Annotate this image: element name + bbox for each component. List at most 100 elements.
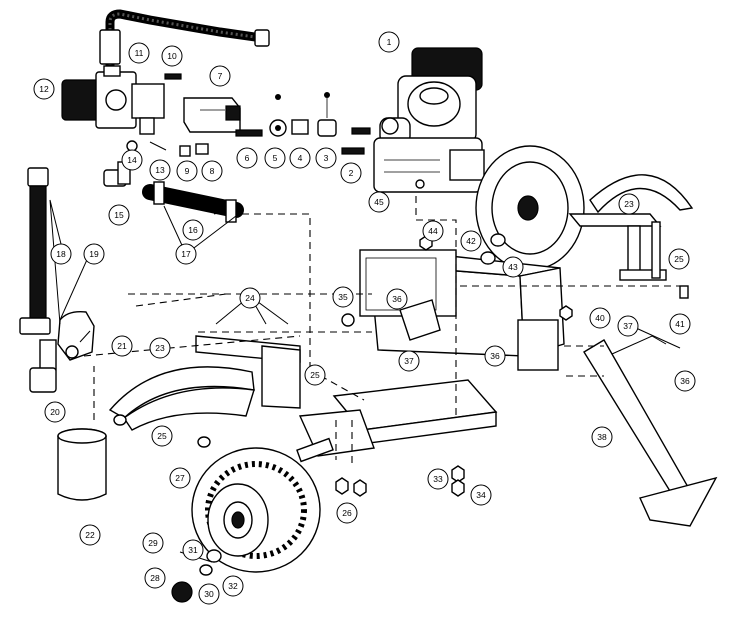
callout-42: 42 xyxy=(460,230,482,252)
callout-23-right: 23 xyxy=(618,193,640,215)
fitting-15-drawing xyxy=(103,161,131,187)
wheel-right-drawing xyxy=(475,145,694,281)
svg-text:23: 23 xyxy=(155,343,165,353)
callout-8: 8 xyxy=(201,160,223,182)
svg-text:27: 27 xyxy=(175,473,185,483)
callout-6: 6 xyxy=(236,147,258,169)
callout-2: 2 xyxy=(340,162,362,184)
hose-11-drawing xyxy=(99,9,270,75)
svg-text:32: 32 xyxy=(228,581,238,591)
nuts-drawings xyxy=(113,211,689,603)
svg-text:16: 16 xyxy=(188,225,198,235)
callout-7: 7 xyxy=(209,65,231,87)
callout-32: 32 xyxy=(222,575,244,597)
small-hardware-drawings xyxy=(126,73,371,157)
svg-text:35: 35 xyxy=(338,292,348,302)
callout-4: 4 xyxy=(289,147,311,169)
callout-31: 31 xyxy=(182,539,204,561)
callout-36-right: 36 xyxy=(674,370,696,392)
callout-17: 17 xyxy=(175,243,197,265)
callout-27: 27 xyxy=(169,467,191,489)
callout-30: 30 xyxy=(198,583,220,605)
callout-43: 43 xyxy=(502,256,524,278)
filter-21-drawing xyxy=(57,310,95,361)
callout-21: 21 xyxy=(111,335,133,357)
stand-38-drawing xyxy=(583,335,718,527)
svg-text:44: 44 xyxy=(428,226,438,236)
callout-16: 16 xyxy=(182,219,204,241)
svg-text:8: 8 xyxy=(210,166,215,176)
svg-text:41: 41 xyxy=(675,319,685,329)
callout-36-mid: 36 xyxy=(484,345,506,367)
callout-44: 44 xyxy=(422,220,444,242)
callout-18: 18 xyxy=(50,243,72,265)
svg-text:24: 24 xyxy=(245,293,255,303)
svg-text:6: 6 xyxy=(245,153,250,163)
canister-22-drawing xyxy=(57,428,107,501)
svg-text:7: 7 xyxy=(218,71,223,81)
svg-text:20: 20 xyxy=(50,407,60,417)
svg-text:14: 14 xyxy=(127,155,137,165)
svg-text:37: 37 xyxy=(404,356,414,366)
svg-text:36: 36 xyxy=(680,376,690,386)
svg-text:23: 23 xyxy=(624,199,634,209)
callout-5: 5 xyxy=(264,147,286,169)
svg-text:18: 18 xyxy=(56,249,66,259)
engine-1-drawing xyxy=(373,47,485,193)
callout-24: 24 xyxy=(239,287,261,309)
svg-text:36: 36 xyxy=(392,294,402,304)
callout-12: 12 xyxy=(33,78,55,100)
svg-text:29: 29 xyxy=(148,538,158,548)
callout-14: 14 xyxy=(121,149,143,171)
svg-text:3: 3 xyxy=(324,153,329,163)
callout-38: 38 xyxy=(591,426,613,448)
svg-text:9: 9 xyxy=(185,166,190,176)
svg-text:36: 36 xyxy=(490,351,500,361)
callout-10: 10 xyxy=(161,45,183,67)
svg-text:2: 2 xyxy=(349,168,354,178)
svg-text:33: 33 xyxy=(433,474,443,484)
svg-text:25: 25 xyxy=(157,431,167,441)
callout-26: 26 xyxy=(336,502,358,524)
callout-36-top: 36 xyxy=(386,288,408,310)
callout-33: 33 xyxy=(427,468,449,490)
svg-text:25: 25 xyxy=(310,370,320,380)
svg-text:13: 13 xyxy=(155,165,165,175)
callout-25-mid: 25 xyxy=(304,364,326,386)
fender-left-drawing xyxy=(108,366,255,431)
callout-3: 3 xyxy=(315,147,337,169)
svg-text:11: 11 xyxy=(135,48,144,58)
callout-35: 35 xyxy=(332,286,354,308)
frame-drawing xyxy=(195,249,565,463)
callout-29: 29 xyxy=(142,532,164,554)
callout-23-left: 23 xyxy=(149,337,171,359)
hose-18-drawing xyxy=(19,167,57,393)
svg-text:15: 15 xyxy=(114,210,124,220)
coupler-7-drawing xyxy=(183,97,241,133)
svg-text:34: 34 xyxy=(476,490,486,500)
callout-19: 19 xyxy=(83,243,105,265)
callout-13: 13 xyxy=(149,159,171,181)
svg-text:37: 37 xyxy=(623,321,633,331)
hose-16-drawing xyxy=(142,181,244,223)
svg-text:30: 30 xyxy=(204,589,214,599)
svg-text:12: 12 xyxy=(39,84,49,94)
svg-text:5: 5 xyxy=(273,153,278,163)
svg-text:19: 19 xyxy=(89,249,99,259)
callout-25-left: 25 xyxy=(151,425,173,447)
callout-9: 9 xyxy=(176,160,198,182)
callout-37-mid: 37 xyxy=(398,350,420,372)
callout-11: 11 xyxy=(128,42,150,64)
svg-text:22: 22 xyxy=(85,530,95,540)
wheel-left-drawing xyxy=(191,447,321,573)
svg-text:21: 21 xyxy=(117,341,127,351)
callout-20: 20 xyxy=(44,401,66,423)
svg-text:4: 4 xyxy=(298,153,303,163)
callout-40: 40 xyxy=(589,307,611,329)
callout-25-right: 25 xyxy=(668,248,690,270)
svg-text:1: 1 xyxy=(387,37,392,47)
callout-15: 15 xyxy=(108,204,130,226)
callout-1: 1 xyxy=(378,31,400,53)
svg-text:10: 10 xyxy=(167,51,177,61)
